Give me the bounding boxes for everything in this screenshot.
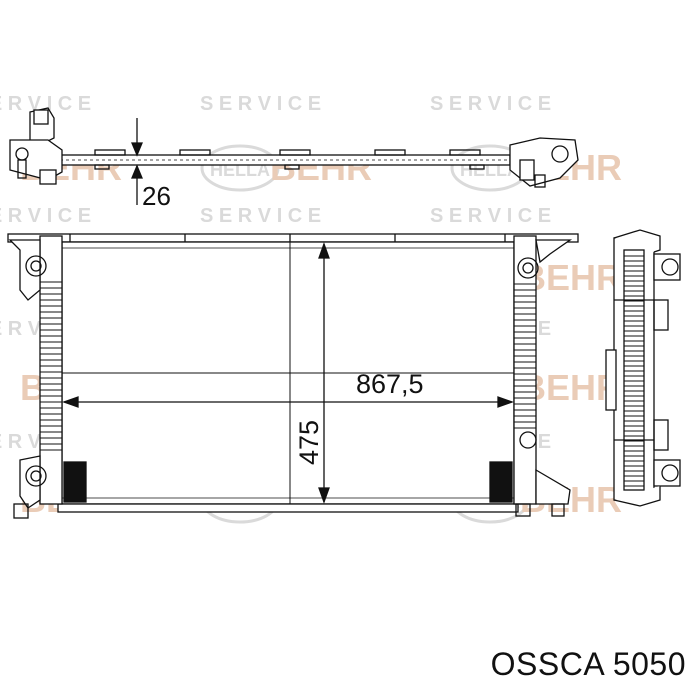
service-watermark: S E R V I C E bbox=[0, 205, 91, 227]
thickness-dimension bbox=[131, 118, 143, 205]
service-watermark: S E R V I C E bbox=[0, 93, 91, 115]
thickness-label: 26 bbox=[142, 181, 171, 211]
brand-watermark: BEHR bbox=[270, 147, 372, 188]
brand-watermark: BEHR bbox=[520, 367, 622, 408]
top-view bbox=[9, 107, 579, 188]
height-dimension bbox=[318, 242, 330, 504]
side-view-fins bbox=[624, 255, 644, 487]
width-dimension bbox=[62, 396, 514, 408]
height-label: 475 bbox=[294, 420, 324, 465]
service-watermark: S E R V I C E bbox=[430, 205, 551, 227]
hella-logo-watermark bbox=[200, 144, 280, 192]
right-tank-fins bbox=[514, 283, 536, 429]
service-watermark: S E R V I C E bbox=[200, 93, 321, 115]
product-caption: OSSCA 5050 bbox=[490, 646, 686, 682]
service-watermark: S E R V I C E bbox=[430, 93, 551, 115]
service-watermark: S E R V I C E bbox=[200, 205, 321, 227]
front-view bbox=[7, 233, 579, 519]
width-label: 867,5 bbox=[356, 369, 424, 399]
left-tank-fins bbox=[40, 281, 62, 451]
